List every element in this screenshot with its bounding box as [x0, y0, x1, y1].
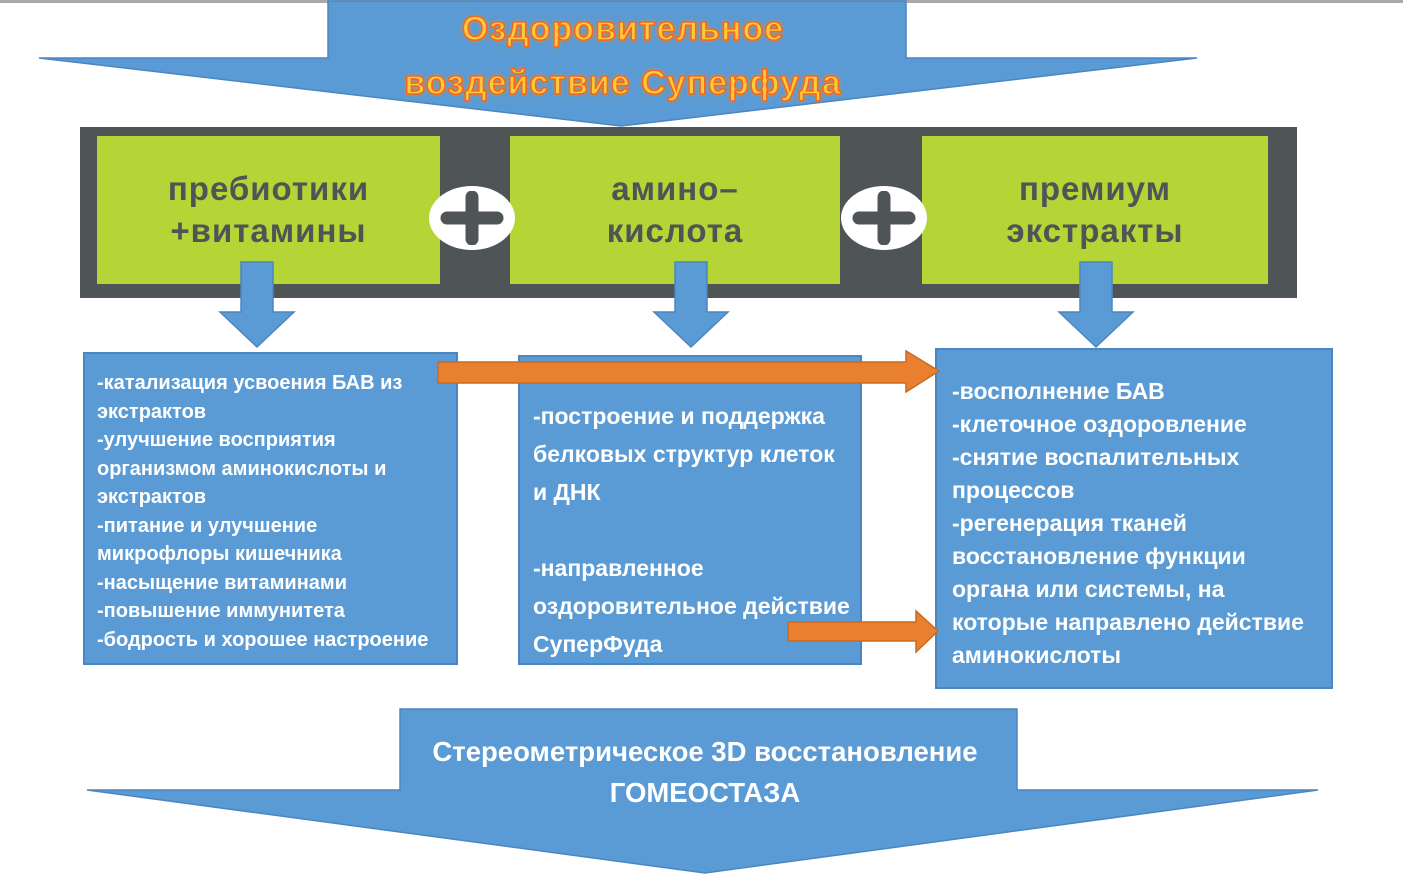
bottom-arrow-title-line1: Стереометрическое 3D восстановление: [432, 736, 978, 767]
top-arrow-title: Оздоровительное воздействие Суперфуда: [233, 2, 1013, 110]
effect-box-prebiotics: -катализация усвоения БАВ из экстрактов …: [83, 352, 458, 665]
plus-icon: [841, 186, 927, 250]
plus-icon: [429, 186, 515, 250]
plus-icon-glyph: [440, 191, 504, 245]
bottom-arrow-title: Стереометрическое 3D восстановление ГОМЕ…: [250, 731, 1160, 813]
plus-icon-glyph: [852, 191, 916, 245]
ingredients-banner: пребиотики +витамины амино– кислота прем…: [80, 127, 1297, 298]
effect-box-premium-extracts: -восполнение БАВ -клеточное оздоровление…: [935, 348, 1333, 689]
ingredient-card-prebiotics: пребиотики +витамины: [97, 136, 440, 284]
ingredient-card-premium-extracts: премиум экстракты: [922, 136, 1268, 284]
top-arrow-title-line2: воздействие Суперфуда: [404, 63, 842, 103]
bottom-arrow-title-line2: ГОМЕОСТАЗА: [609, 777, 801, 808]
ingredient-card-aminoacid: амино– кислота: [510, 136, 840, 284]
top-arrow-title-line1: Оздоровительное: [461, 9, 785, 49]
effect-box-aminoacid: -построение и поддержка белковых структу…: [518, 355, 862, 665]
